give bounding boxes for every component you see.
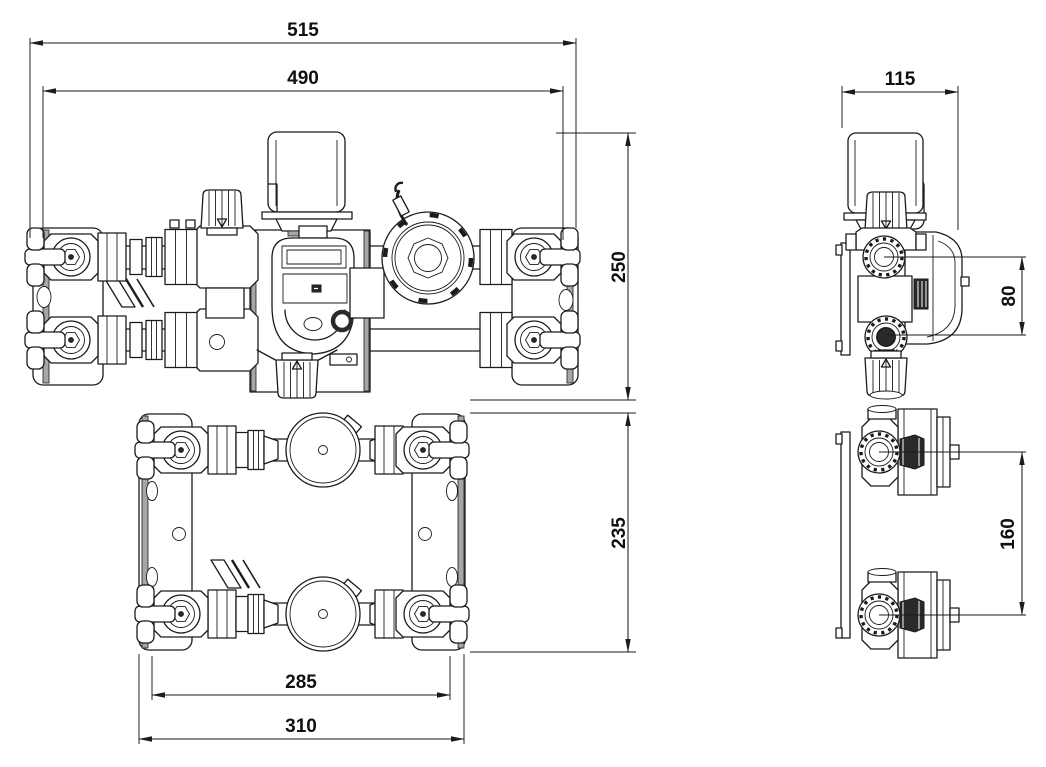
pipe-ring xyxy=(129,321,143,359)
front-view xyxy=(24,131,581,399)
dim-label-plan-depth: 235 xyxy=(609,517,630,549)
dimension-490: 490 xyxy=(42,68,564,240)
drain-knob xyxy=(275,352,319,399)
pump-dial-button xyxy=(330,309,354,333)
dim-label-side-width: 115 xyxy=(885,69,916,90)
valve-assembly-side xyxy=(858,569,959,659)
mixing-valve-body xyxy=(169,219,259,372)
dimension-250: 250 xyxy=(470,132,636,401)
union-fitting xyxy=(164,311,198,369)
dim-label-front-height: 250 xyxy=(609,251,630,283)
dimension-80: 80 xyxy=(884,256,1026,336)
ribbed-coupling xyxy=(145,319,163,361)
dimension-310: 310 xyxy=(138,654,465,744)
pipe-ring xyxy=(129,238,143,276)
ribbed-coupling xyxy=(145,236,163,278)
dim-label-front-width-connections: 490 xyxy=(287,68,319,89)
dimension-235: 235 xyxy=(470,412,636,653)
union-nut xyxy=(97,315,127,365)
pump-cable xyxy=(392,181,410,226)
dimension-160: 160 xyxy=(879,451,1026,616)
plan-view xyxy=(135,413,469,651)
pump-control-head xyxy=(271,225,358,366)
mounting-bracket-side xyxy=(835,242,851,356)
dim-label-plan-width-bracket: 310 xyxy=(285,716,317,737)
side-view-plan xyxy=(835,406,959,659)
pump-button xyxy=(303,317,323,331)
watts-logo xyxy=(103,277,156,309)
thermostat-knob xyxy=(200,189,244,236)
valve-assembly-side xyxy=(858,406,959,496)
mounting-bracket-side xyxy=(835,431,851,639)
pump-display-window xyxy=(281,245,347,269)
union-fitting xyxy=(164,228,198,286)
side-view-front xyxy=(835,132,970,400)
watts-logo xyxy=(209,558,262,590)
dimension-285: 285 xyxy=(151,656,451,700)
dim-label-side-port-offset: 80 xyxy=(999,285,1020,306)
dim-label-front-width-overall: 515 xyxy=(287,20,319,41)
union-nut xyxy=(97,232,127,282)
drain-knob-side xyxy=(864,350,908,397)
dimension-115: 115 xyxy=(841,69,959,230)
actuator-head xyxy=(261,131,353,237)
dim-label-plan-width-connections: 285 xyxy=(285,672,317,693)
pump-volute xyxy=(904,231,970,345)
pump-motor-face xyxy=(381,211,475,305)
dim-label-side-port-spacing: 160 xyxy=(998,518,1019,550)
